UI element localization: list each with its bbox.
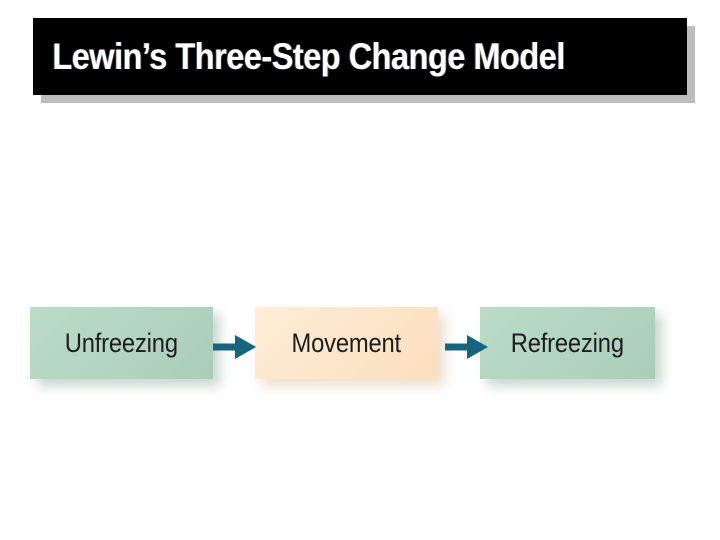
arrow-right-icon-movement-to-refreezing [445, 332, 489, 362]
arrow-right-icon-unfreezing-to-movement [213, 332, 257, 362]
process-node-movement[interactable]: Movement [255, 307, 445, 386]
process-node-label: Refreezing [510, 327, 625, 358]
process-node-label: Movement [291, 327, 402, 358]
process-node-refreezing[interactable]: Refreezing [480, 307, 662, 386]
node-fill [255, 307, 438, 379]
process-node-unfreezing[interactable]: Unfreezing [30, 307, 220, 386]
node-fill [480, 307, 655, 379]
process-node-label: Unfreezing [64, 327, 179, 358]
title-bar: Lewin’s Three-Step Change Model [33, 18, 687, 95]
node-fill [30, 307, 213, 379]
page-title: Lewin’s Three-Step Change Model [52, 36, 565, 77]
